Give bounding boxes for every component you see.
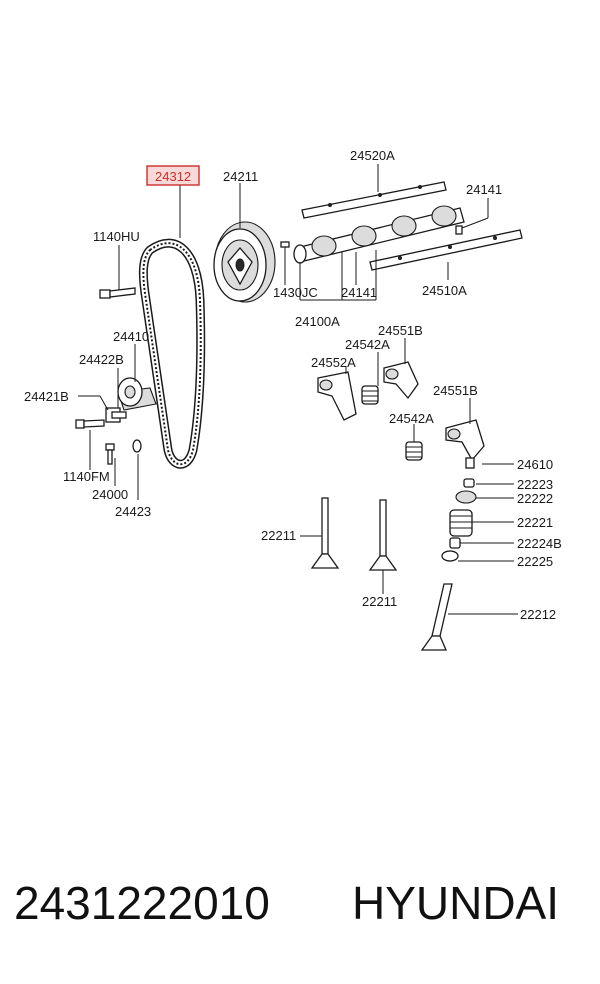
- washer-24423[interactable]: [132, 439, 142, 453]
- footer: 2431222010 HYUNDAI: [0, 876, 600, 956]
- label-24423[interactable]: 24423: [115, 504, 151, 519]
- label-24520a[interactable]: 24520A: [350, 148, 395, 163]
- tensioner[interactable]: [105, 377, 157, 423]
- exhaust-valve[interactable]: [420, 583, 453, 651]
- label-24542a-bottom[interactable]: 24542A: [389, 411, 434, 426]
- intake-valve-right[interactable]: [368, 499, 398, 571]
- timing-belt-exploded-diagram: 24312 24211 24520A 24141 1140HU 1430JC 2…: [24, 148, 562, 651]
- highlight-box: [146, 165, 200, 186]
- stud-1140fm[interactable]: [105, 443, 115, 465]
- spring-seat[interactable]: [441, 550, 459, 562]
- intake-valve-left[interactable]: [310, 497, 340, 569]
- label-22224b[interactable]: 22224B: [517, 536, 562, 551]
- leader-lines: [78, 164, 518, 615]
- label-24410[interactable]: 24410: [113, 329, 149, 344]
- label-1140fm[interactable]: 1140FM: [63, 469, 110, 484]
- label-22223[interactable]: 22223: [517, 477, 553, 492]
- cam-sprocket[interactable]: [213, 221, 276, 303]
- label-22212[interactable]: 22212: [520, 607, 556, 622]
- label-1140hu[interactable]: 1140HU: [93, 229, 140, 244]
- timing-belt[interactable]: [138, 238, 206, 469]
- rocker-arm-lower-right[interactable]: [445, 419, 485, 462]
- label-24542a-top[interactable]: 24542A: [345, 337, 390, 352]
- label-24421b[interactable]: 24421B: [24, 389, 69, 404]
- label-24422b[interactable]: 24422B: [79, 352, 124, 367]
- rocker-shaft-lower[interactable]: [369, 229, 523, 271]
- label-22211-left[interactable]: 22211: [261, 528, 296, 543]
- rocker-arm-left[interactable]: [317, 371, 357, 421]
- adjust-screw[interactable]: [465, 457, 475, 469]
- label-24141-bottom[interactable]: 24141: [341, 285, 377, 300]
- brand-name: HYUNDAI: [352, 877, 560, 929]
- valve-cotter[interactable]: [463, 478, 475, 488]
- label-22211-bottom[interactable]: 22211: [362, 594, 397, 609]
- label-24211[interactable]: 24211: [223, 169, 258, 184]
- label-1430jc[interactable]: 1430JC: [273, 285, 318, 300]
- part-number: 2431222010: [14, 877, 270, 929]
- spring-retainer[interactable]: [455, 490, 477, 504]
- rocker-shaft-upper[interactable]: [301, 181, 447, 219]
- label-22222[interactable]: 22222: [517, 491, 553, 506]
- label-24510a[interactable]: 24510A: [422, 283, 467, 298]
- label-24312[interactable]: 24312: [155, 169, 191, 184]
- bolt-1140hu[interactable]: [99, 287, 136, 299]
- plug[interactable]: [455, 225, 463, 235]
- valve-spring[interactable]: [449, 509, 473, 537]
- label-24551b-top[interactable]: 24551B: [378, 323, 423, 338]
- valve-stem-seal[interactable]: [449, 537, 461, 549]
- rocker-spring-right[interactable]: [405, 441, 423, 461]
- label-24141-top[interactable]: 24141: [466, 182, 502, 197]
- rocker-spring-left[interactable]: [361, 385, 379, 405]
- label-24100a[interactable]: 24100A: [295, 314, 340, 329]
- label-24000[interactable]: 24000: [92, 487, 128, 502]
- label-22225[interactable]: 22225: [517, 554, 553, 569]
- label-24610[interactable]: 24610: [517, 457, 553, 472]
- tensioner-bolt[interactable]: [75, 419, 105, 429]
- label-24552a[interactable]: 24552A: [311, 355, 356, 370]
- camshaft[interactable]: [280, 205, 465, 264]
- label-24551b-bottom[interactable]: 24551B: [433, 383, 478, 398]
- label-22221[interactable]: 22221: [517, 515, 553, 530]
- rocker-arm-upper-right[interactable]: [383, 361, 419, 400]
